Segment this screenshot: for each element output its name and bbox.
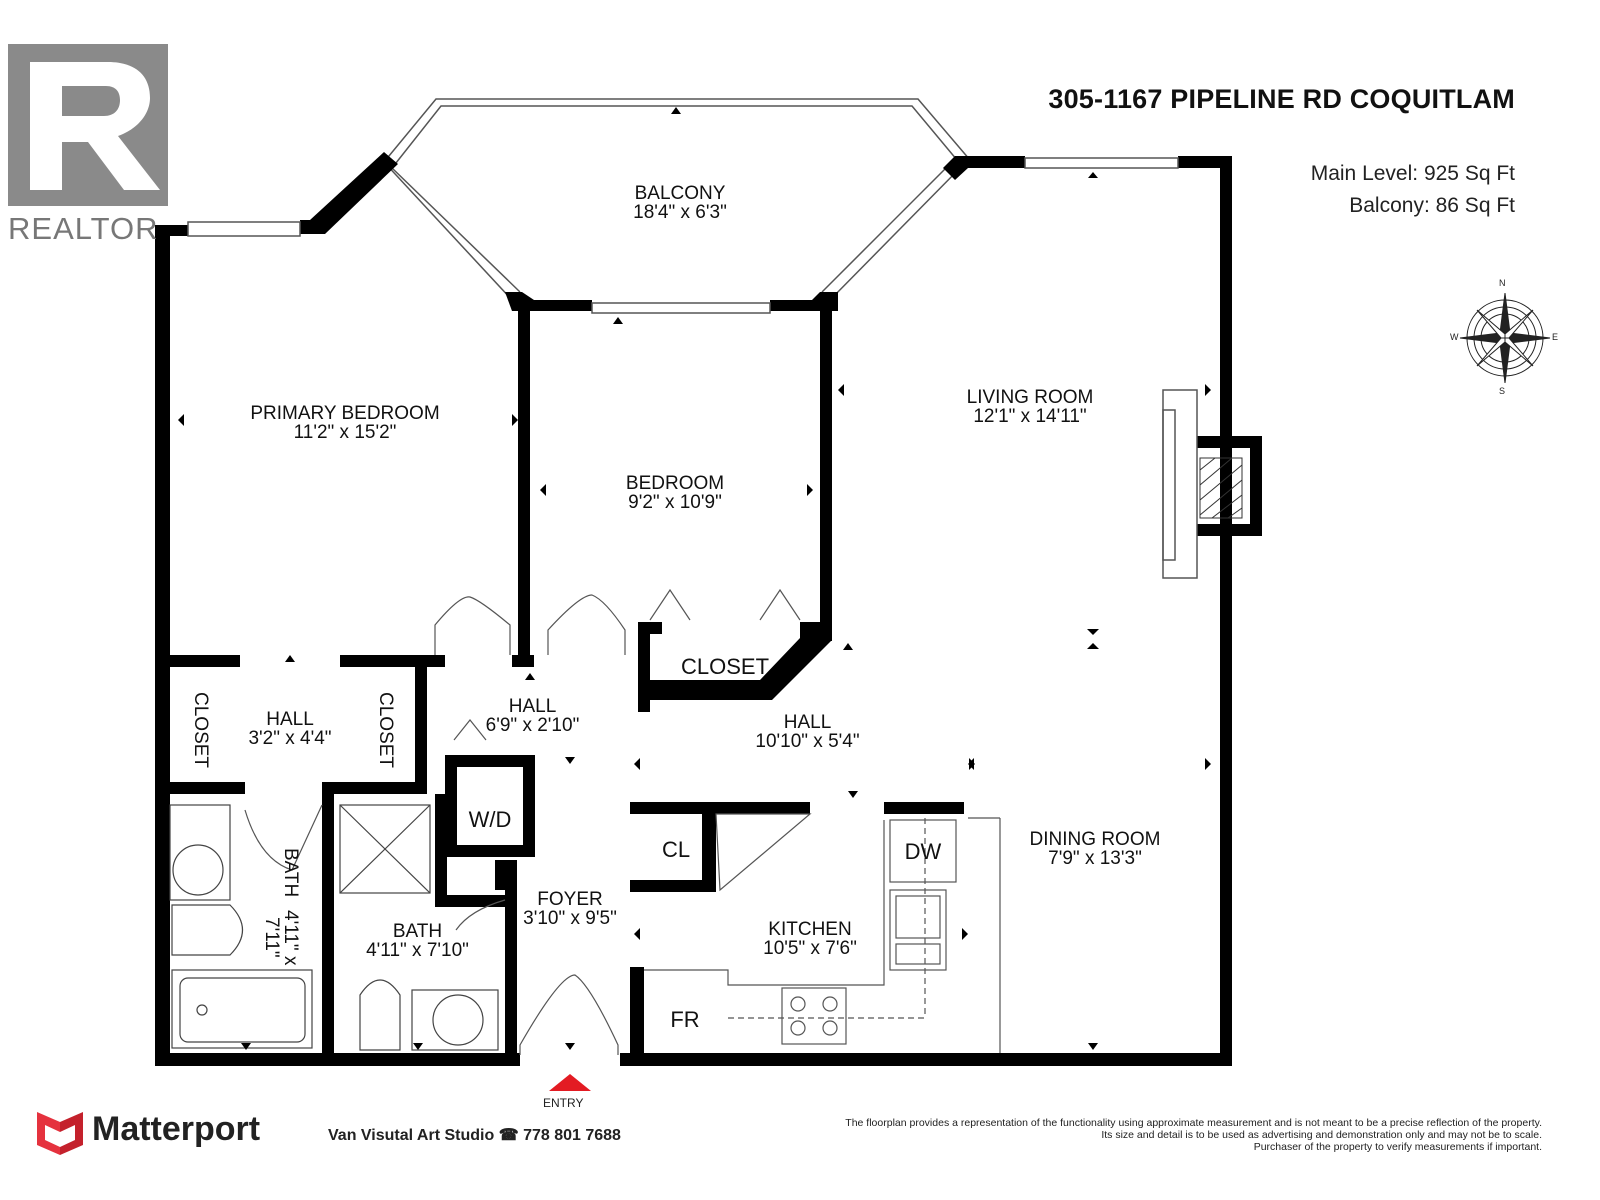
room-name: BEDROOM <box>625 473 725 494</box>
room-dims: 4'11" x 7'11" <box>261 909 301 966</box>
disclaimer-line: The floorplan provides a representation … <box>845 1117 1542 1129</box>
room-hall-mid: HALL 6'9" x 2'10" <box>470 697 595 735</box>
balcony-outline <box>383 98 971 301</box>
main-level-area: Main Level: 925 Sq Ft <box>1310 162 1515 185</box>
room-balcony: BALCONY 18'4" x 6'3" <box>600 184 760 222</box>
room-name: BATH <box>280 848 301 898</box>
compass-s: S <box>1499 386 1506 396</box>
room-name: BALCONY <box>634 183 726 204</box>
room-hall-small: HALL 3'2" x 4'4" <box>240 710 340 748</box>
washer-dryer-label: W/D <box>468 807 512 832</box>
entry-arrow-icon <box>549 1074 591 1091</box>
room-dims: 10'5" x 7'6" <box>763 938 857 959</box>
room-dims: 3'10" x 9'5" <box>523 908 617 929</box>
room-name: HALL <box>508 696 557 717</box>
kitchen-fixtures <box>644 813 1001 1053</box>
fireplace-hatch <box>1199 457 1243 519</box>
room-name: DINING ROOM <box>1029 829 1161 850</box>
room-bath-ensuite: BATH 4'11" x 7'11" <box>261 848 301 978</box>
room-foyer: FOYER 3'10" x 9'5" <box>510 890 630 928</box>
room-living-room: LIVING ROOM 12'1" x 14'11" <box>940 388 1120 426</box>
compass-w: W <box>1450 332 1459 342</box>
room-bath-main: BATH 4'11" x 7'10" <box>350 922 485 960</box>
room-hall-long: HALL 10'10" x 5'4" <box>735 713 880 751</box>
windows <box>187 157 1198 579</box>
matterport-logo-icon <box>37 1112 83 1155</box>
door-swings <box>244 588 801 1055</box>
closet-cl-label: CL <box>661 837 691 862</box>
dishwasher-label: DW <box>904 839 942 864</box>
realtor-logo-text: REALTOR <box>8 211 159 246</box>
studio-credit: Van Visutal Art Studio ☎ 778 801 7688 <box>328 1127 621 1144</box>
room-dims: 10'10" x 5'4" <box>755 731 860 752</box>
room-name: HALL <box>266 709 314 730</box>
dimension-markers <box>178 107 1211 1050</box>
room-dining-room: DINING ROOM 7'9" x 13'3" <box>1010 830 1180 868</box>
balcony-area: Balcony: 86 Sq Ft <box>1349 194 1515 217</box>
room-primary-bedroom: PRIMARY BEDROOM 11'2" x 15'2" <box>220 404 470 442</box>
room-name: LIVING ROOM <box>966 387 1094 408</box>
room-dims: 9'2" x 10'9" <box>628 492 722 513</box>
room-dims: 7'9" x 13'3" <box>1048 848 1142 869</box>
closet-left-label: CLOSET <box>190 691 211 769</box>
disclaimer-line: Purchaser of the property to verify meas… <box>1253 1141 1542 1154</box>
room-dims: 4'11" x 7'10" <box>366 940 469 961</box>
walls <box>155 152 1262 1066</box>
compass-e: E <box>1552 332 1559 342</box>
bath-fixtures <box>169 804 499 1051</box>
room-bedroom: BEDROOM 9'2" x 10'9" <box>595 474 755 512</box>
entry-label: ENTRY <box>543 1096 584 1110</box>
room-name: BATH <box>392 921 443 942</box>
compass-n: N <box>1499 278 1506 288</box>
room-name: FOYER <box>537 889 603 910</box>
room-dims: 12'1" x 14'11" <box>973 406 1087 427</box>
disclaimer: The floorplan provides a representation … <box>722 1117 1542 1153</box>
fridge-label: FR <box>670 1007 700 1032</box>
closet-right-label: CLOSET <box>375 691 396 769</box>
room-dims: 18'4" x 6'3" <box>633 202 727 223</box>
room-name: HALL <box>783 712 832 733</box>
room-name: PRIMARY BEDROOM <box>250 403 440 424</box>
room-dims: 6'9" x 2'10" <box>485 715 580 736</box>
matterport-logo-text: Matterport <box>92 1110 261 1148</box>
disclaimer-line: Its size and detail is to be used as adv… <box>1101 1129 1542 1142</box>
compass-rose-icon <box>1459 292 1551 384</box>
room-dims: 3'2" x 4'4" <box>248 728 332 749</box>
room-dims: 11'2" x 15'2" <box>293 422 397 443</box>
room-kitchen: KITCHEN 10'5" x 7'6" <box>745 920 875 958</box>
property-address: 305-1167 PIPELINE RD COQUITLAM <box>1048 84 1515 114</box>
realtor-logo <box>8 44 168 206</box>
room-name: KITCHEN <box>768 919 852 940</box>
closet-main-label: CLOSET <box>680 654 770 679</box>
